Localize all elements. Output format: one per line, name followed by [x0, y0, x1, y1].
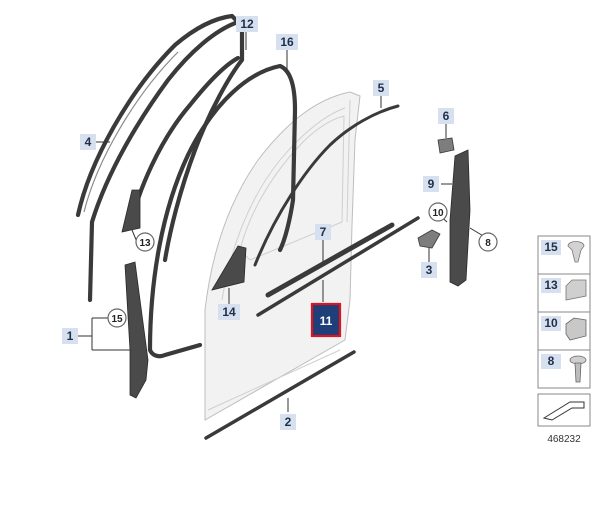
seal-16	[147, 63, 298, 359]
part-11-strip	[256, 216, 420, 317]
circle-callout-10[interactable]: 10	[428, 202, 448, 222]
callout-3[interactable]: 3	[421, 262, 437, 278]
circle-callout-10-label: 10	[432, 208, 444, 219]
circle-callout-15[interactable]: 15	[107, 308, 127, 328]
part-2-strip	[204, 350, 356, 440]
callout-11-label: 11	[320, 314, 333, 328]
triangle-trim-14	[211, 245, 247, 291]
seal-4	[75, 13, 241, 303]
callout-6-label: 6	[443, 109, 450, 123]
callout-11[interactable]: 11	[310, 302, 342, 338]
callout-14-label: 14	[222, 305, 236, 319]
legend-item-13-label: 13	[544, 278, 558, 292]
callout-2[interactable]: 2	[280, 414, 296, 430]
door-panel	[204, 91, 361, 421]
orientation-arrow-icon	[542, 401, 585, 421]
callout-1-label: 1	[67, 329, 74, 343]
legend-item-15[interactable]: 15	[541, 240, 585, 263]
legend-item-13[interactable]: 13	[541, 278, 587, 301]
clip-block-icon	[565, 279, 587, 301]
part-9-cover	[449, 149, 471, 287]
callout-2-label: 2	[285, 415, 292, 429]
legend-item-8[interactable]: 8	[541, 354, 587, 383]
part-1-trim	[124, 261, 149, 399]
part-7-strip	[265, 222, 395, 298]
circle-callout-8[interactable]: 8	[478, 232, 498, 252]
callout-16[interactable]: 16	[276, 34, 298, 50]
callout-12[interactable]: 12	[236, 16, 258, 32]
legend-item-10[interactable]: 10	[541, 316, 587, 341]
part-3-bracket	[417, 229, 441, 249]
callout-14[interactable]: 14	[218, 304, 240, 320]
callout-1[interactable]: 1	[62, 328, 78, 344]
legend-item-10-label: 10	[544, 316, 558, 330]
callout-3-label: 3	[426, 263, 433, 277]
callout-9-label: 9	[428, 177, 435, 191]
callout-4[interactable]: 4	[80, 134, 96, 150]
reference-number: 468232	[547, 434, 581, 445]
part-5-strip	[253, 104, 400, 267]
legend-item-8-label: 8	[548, 354, 555, 368]
nut-clip-icon	[565, 317, 587, 341]
push-clip-icon	[567, 241, 585, 263]
circle-callout-8-label: 8	[485, 238, 491, 249]
triangle-trim-13	[121, 189, 141, 233]
part-6-clip	[437, 137, 455, 154]
fastener-legend: 15 13 10 8 468232	[537, 235, 591, 445]
callout-16-label: 16	[280, 35, 294, 49]
callout-12-label: 12	[240, 17, 254, 31]
circle-callout-13[interactable]: 13	[135, 232, 155, 252]
screw-shank-icon	[574, 362, 582, 383]
callout-4-label: 4	[85, 135, 92, 149]
callout-9[interactable]: 9	[423, 176, 439, 192]
callout-5-label: 5	[378, 81, 385, 95]
callout-6[interactable]: 6	[438, 108, 454, 124]
legend-item-15-label: 15	[544, 240, 558, 254]
callout-5[interactable]: 5	[373, 80, 389, 96]
circle-callout-15-label: 15	[111, 314, 123, 325]
callout-7-label: 7	[320, 225, 327, 239]
callout-7[interactable]: 7	[315, 224, 331, 240]
circle-callout-13-label: 13	[139, 238, 151, 249]
